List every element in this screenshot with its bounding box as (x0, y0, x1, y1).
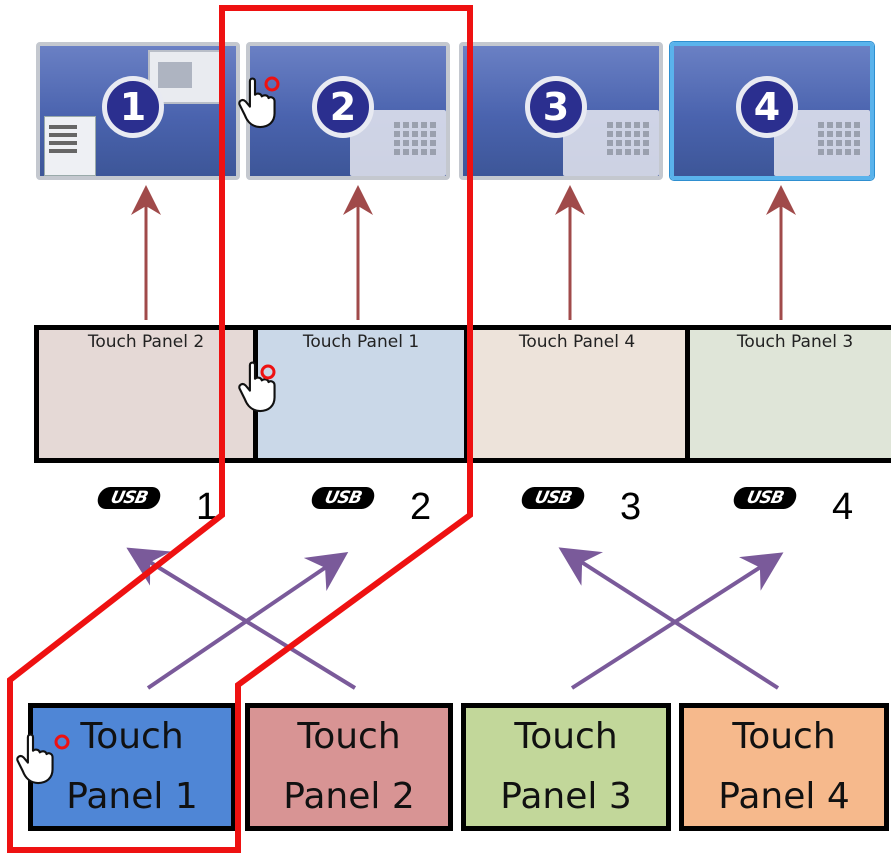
touch-panel-line1: Touch (732, 716, 836, 757)
monitor-number-badge: 4 (736, 76, 798, 138)
touch-panel-line1: Touch (514, 716, 618, 757)
arrow-panel3-to-usb4 (570, 552, 784, 690)
mapping-panel-label: Touch Panel 4 (518, 332, 636, 352)
highlight-path-outline (7, 5, 473, 853)
touch-panel-line2: Panel 2 (283, 776, 415, 817)
touch-panel-line1: Touch (80, 716, 184, 757)
usb-port-1: USB 1 (95, 485, 248, 535)
mapping-panel-2[interactable]: Touch Panel 1 (253, 325, 469, 463)
touch-panel-line2: Panel 3 (500, 776, 632, 817)
usb-port-number: 3 (620, 486, 642, 528)
touch-point-marker (260, 364, 276, 380)
mapping-panel-4[interactable]: Touch Panel 3 (685, 325, 891, 463)
usb-port-number: 1 (196, 486, 218, 528)
usb-port-3: USB 3 (519, 485, 672, 535)
usb-port-4: USB 4 (731, 485, 884, 535)
monitor-arrows (131, 185, 796, 320)
mapping-panel-label: Touch Panel 1 (302, 332, 420, 352)
mapping-panel-label: Touch Panel 3 (736, 332, 854, 352)
device-thumbnail (44, 116, 96, 176)
touch-point-marker (264, 76, 280, 92)
touch-panel-3[interactable]: Touch Panel 3 (461, 703, 671, 831)
usb-port-number: 2 (410, 486, 432, 528)
touch-panel-line2: Panel 1 (66, 776, 198, 817)
monitor-2[interactable]: 2 (246, 42, 450, 180)
touch-point-marker (54, 734, 70, 750)
monitor-number-badge: 3 (525, 76, 587, 138)
touch-panel-4[interactable]: Touch Panel 4 (679, 703, 889, 831)
monitor-3[interactable]: 3 (459, 42, 663, 180)
arrow-panel1-to-usb2 (146, 552, 349, 690)
touch-panel-line1: Touch (297, 716, 401, 757)
hand-pointer-icon (16, 733, 54, 785)
monitor-4[interactable]: 4 (670, 42, 874, 180)
usb-port-number: 4 (832, 486, 854, 528)
hand-pointer-icon (238, 77, 276, 129)
monitor-number-badge: 1 (102, 76, 164, 138)
touch-panel-1[interactable]: Touch Panel 1 (28, 703, 236, 831)
monitor-1[interactable]: 1 (36, 42, 240, 180)
mapping-panel-label: Touch Panel 2 (87, 332, 205, 352)
cross-arrows (126, 547, 784, 690)
touch-panel-2[interactable]: Touch Panel 2 (245, 703, 453, 831)
touch-panel-line2: Panel 4 (718, 776, 850, 817)
monitor-number-badge: 2 (312, 76, 374, 138)
usb-port-2: USB 2 (309, 485, 462, 535)
hand-pointer-icon (238, 361, 276, 413)
